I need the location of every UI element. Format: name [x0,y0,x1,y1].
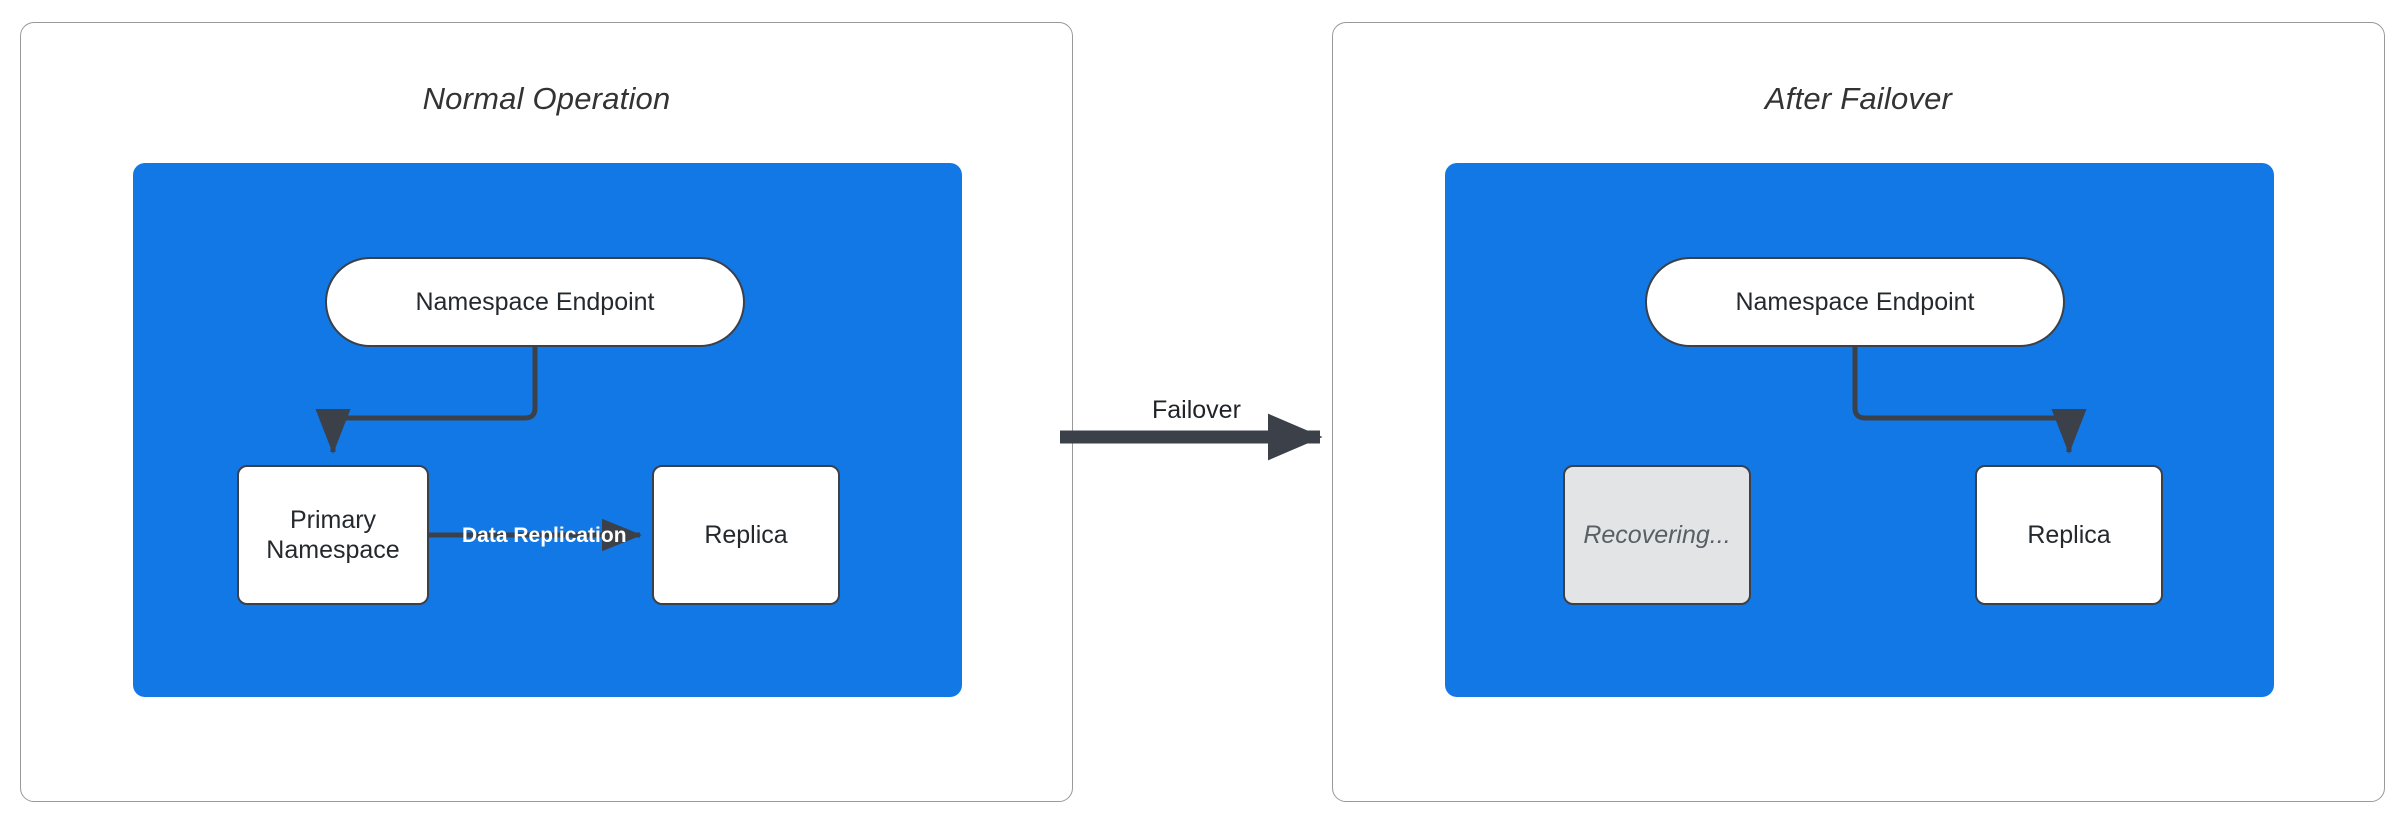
node-label-primary-line1: Primary [289,505,377,534]
node-label-replica-left: Replica [704,520,788,549]
node-label-namespace-endpoint-right: Namespace Endpoint [1735,287,1975,316]
node-label-namespace-endpoint-left: Namespace Endpoint [415,287,655,316]
failover-label: Failover [1152,396,1241,424]
node-label-primary-line2: Namespace [266,536,400,564]
node-primary-namespace[interactable]: Primary Namespace [237,465,429,605]
node-namespace-endpoint-right[interactable]: Namespace Endpoint [1645,257,2065,347]
node-replica-left[interactable]: Replica [652,465,840,605]
panel-title-normal-operation: Normal Operation [422,81,671,116]
region-normal-operation [133,163,962,697]
node-recovering[interactable]: Recovering... [1563,465,1751,605]
edge-label-data-replication: Data Replication [462,524,627,547]
node-replica-right[interactable]: Replica [1975,465,2163,605]
node-label-recovering: Recovering... [1583,520,1731,549]
region-after-failover [1445,163,2274,697]
node-label-replica-right: Replica [2027,520,2111,549]
panel-title-after-failover: After Failover [1764,81,1953,116]
node-namespace-endpoint-left[interactable]: Namespace Endpoint [325,257,745,347]
